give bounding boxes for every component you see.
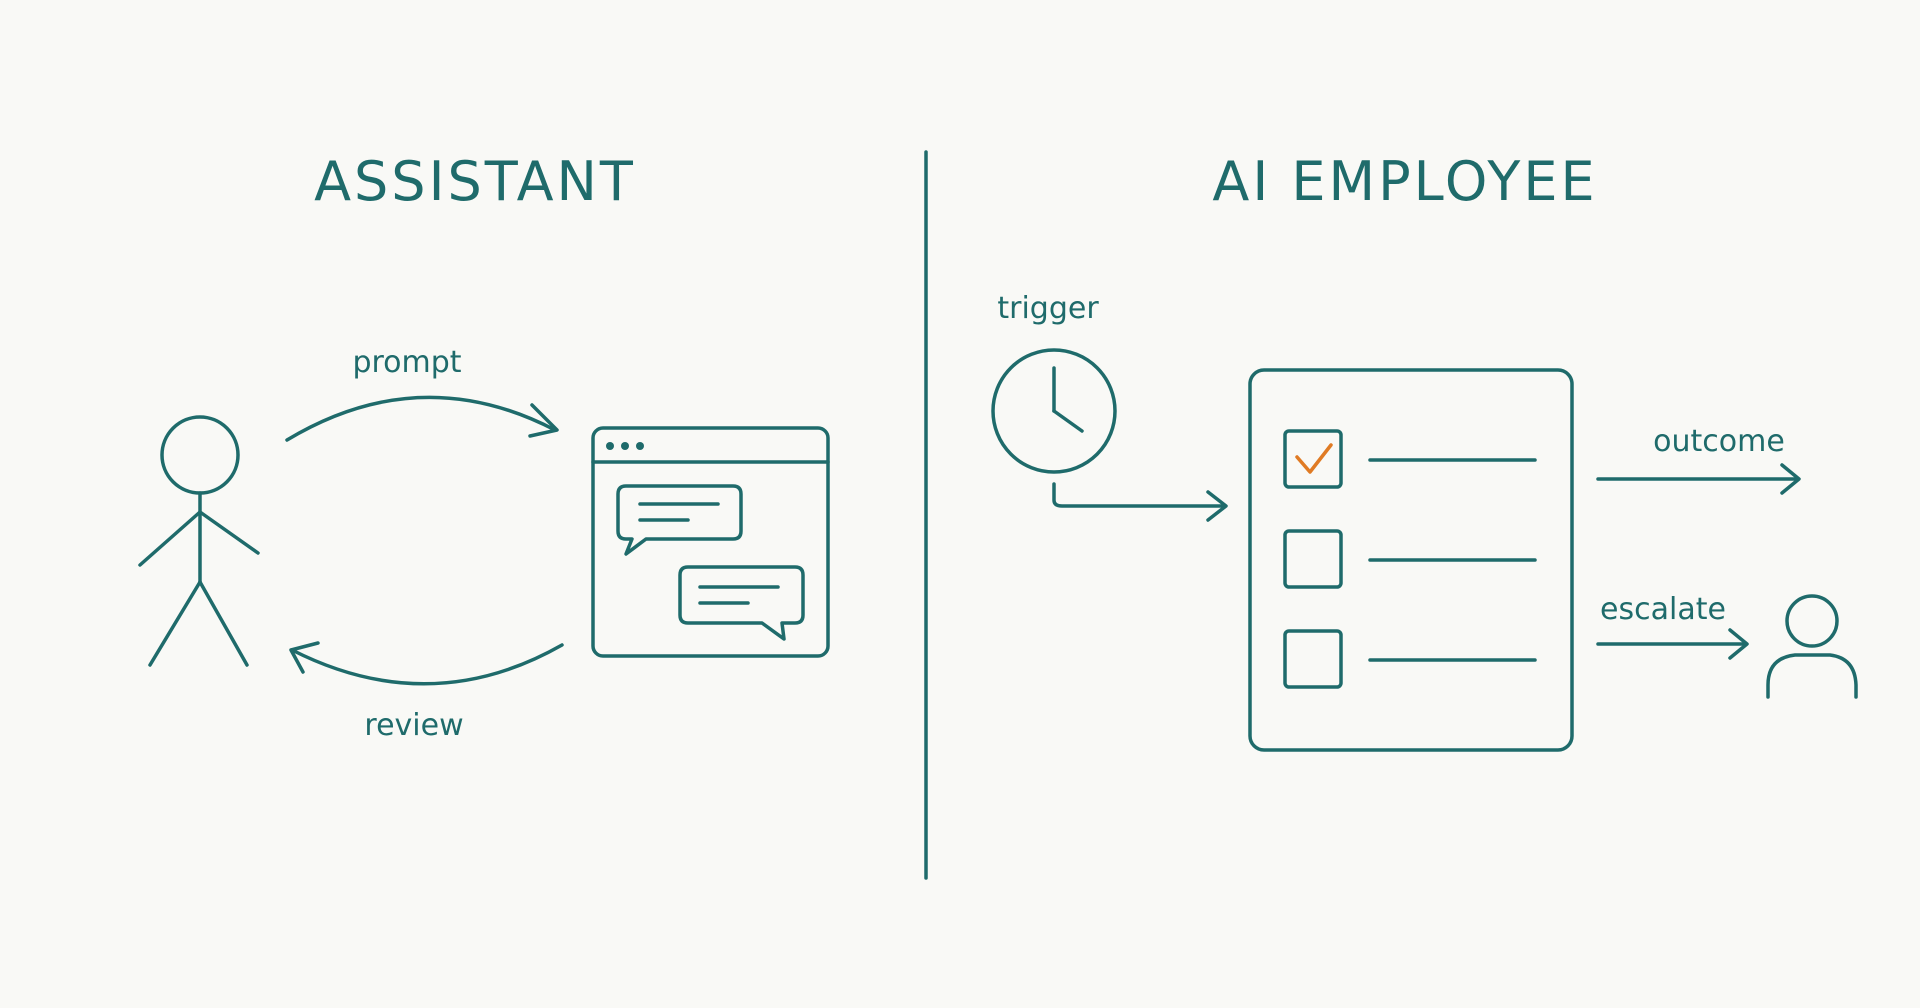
checklist-icon bbox=[1248, 368, 1574, 752]
prompt-label: prompt bbox=[352, 345, 461, 380]
chat-window-icon bbox=[591, 426, 830, 658]
prompt-arrow bbox=[285, 395, 559, 442]
checklist-row bbox=[1283, 429, 1537, 489]
checklist-row bbox=[1283, 529, 1537, 589]
ai-employee-title: AI EMPLOYEE bbox=[1212, 150, 1597, 213]
review-label: review bbox=[364, 708, 463, 743]
checklist-row bbox=[1283, 629, 1537, 689]
escalate-arrow bbox=[1596, 628, 1749, 660]
stick-figure-icon bbox=[138, 415, 260, 667]
checkmark-icon bbox=[1295, 443, 1333, 474]
checklist-items bbox=[1283, 429, 1537, 689]
trigger-label: trigger bbox=[997, 291, 1099, 326]
unchecked-box-icon bbox=[1283, 629, 1343, 689]
outcome-arrow bbox=[1596, 463, 1801, 495]
checked-box-icon bbox=[1283, 429, 1343, 489]
outcome-label: outcome bbox=[1653, 424, 1785, 459]
user-icon bbox=[1766, 594, 1858, 699]
window-dots bbox=[606, 442, 644, 450]
unchecked-box-icon bbox=[1283, 529, 1343, 589]
assistant-title: ASSISTANT bbox=[314, 150, 636, 213]
escalate-label: escalate bbox=[1600, 592, 1726, 627]
clock-icon bbox=[991, 348, 1117, 474]
trigger-arrow bbox=[1052, 482, 1228, 522]
review-arrow bbox=[289, 641, 564, 686]
